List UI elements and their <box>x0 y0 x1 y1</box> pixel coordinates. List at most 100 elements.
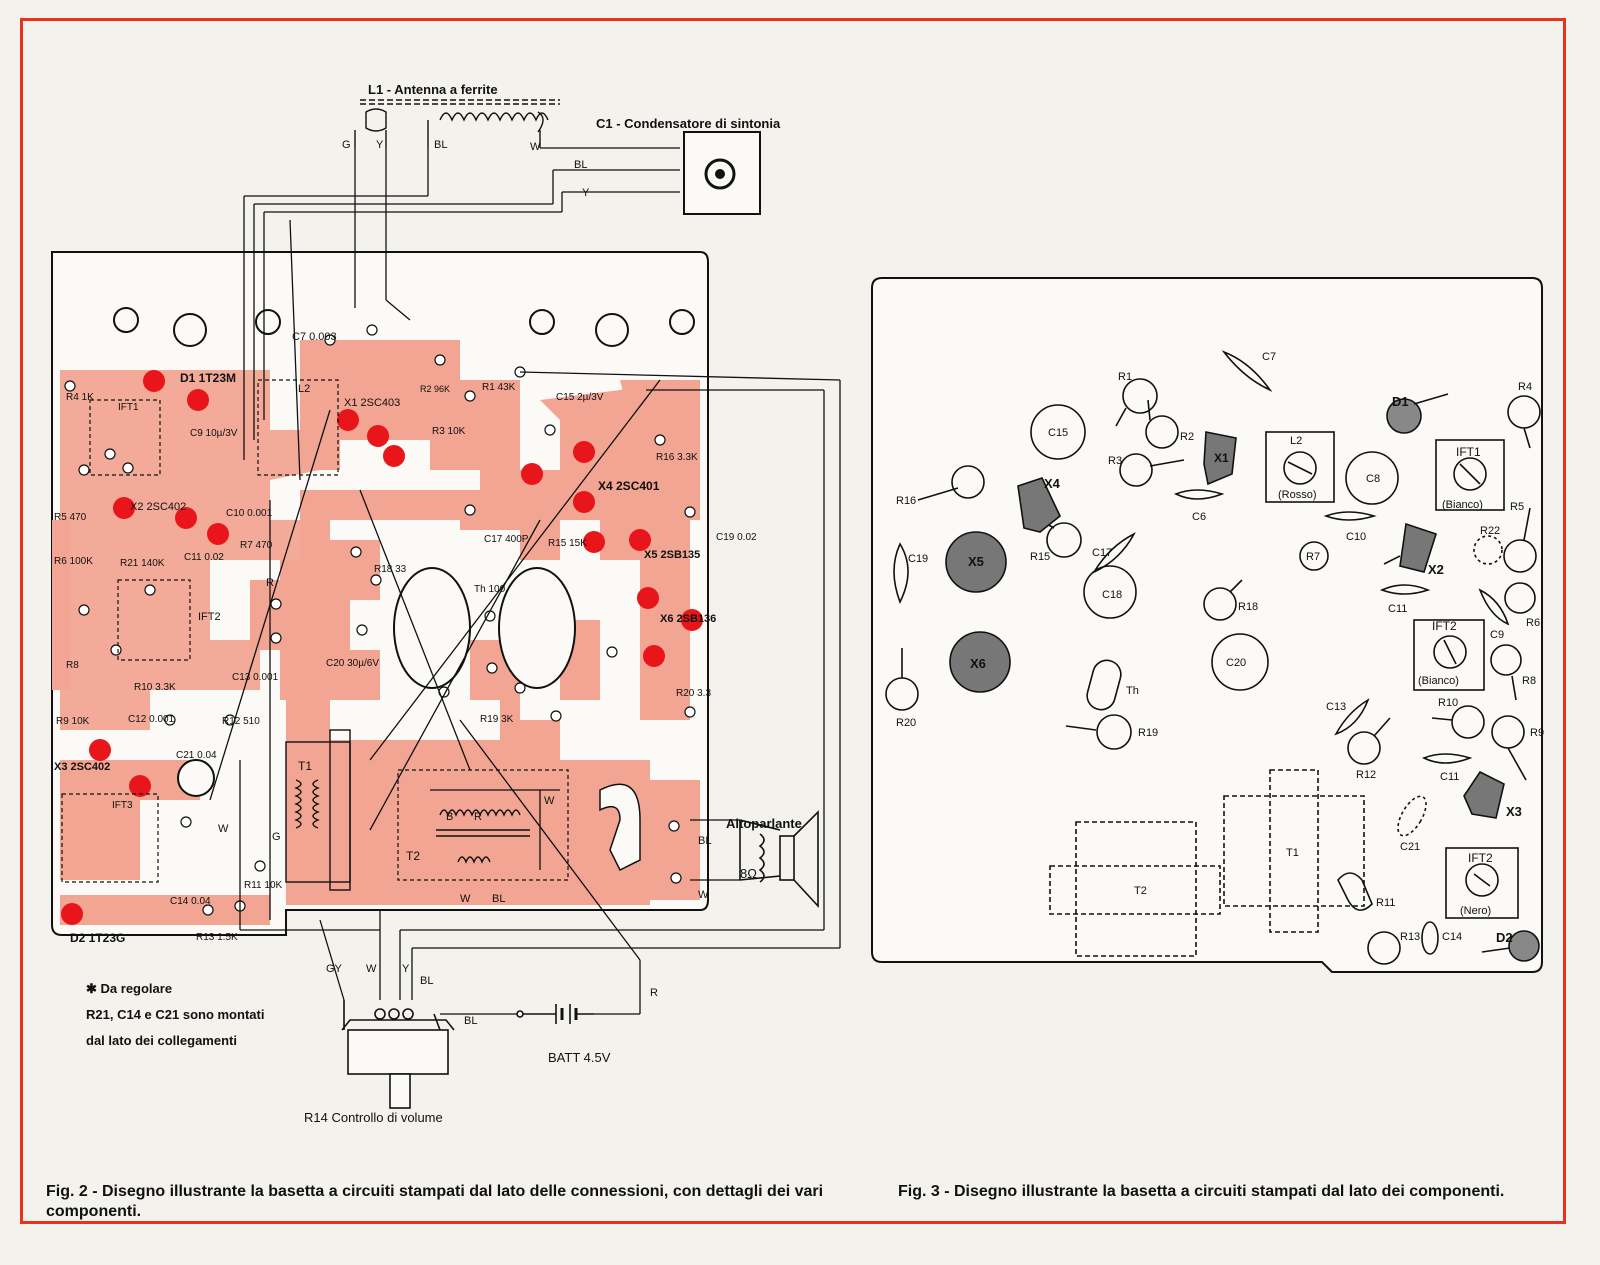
component-label: C7 0.003 <box>292 331 337 343</box>
part-label: IFT2 <box>1432 619 1457 633</box>
part-label: R22 <box>1480 525 1500 537</box>
volume-label: R14 Controllo di volume <box>304 1110 443 1125</box>
part-label: R3 <box>1108 455 1122 467</box>
part-label: C17 <box>1092 547 1112 559</box>
component-label: X6 2SB136 <box>660 613 716 625</box>
part-label: C18 <box>1102 589 1122 601</box>
component-label: C14 0.04 <box>170 896 211 907</box>
wire-label: R <box>474 811 482 823</box>
part-label: R20 <box>896 717 916 729</box>
ferrite-antenna <box>354 99 560 148</box>
part-label: R5 <box>1510 501 1524 513</box>
component-label: R1 43K <box>482 382 516 393</box>
wire-label: R <box>266 577 274 589</box>
component-label: R15 15K <box>548 538 587 549</box>
component-label: X3 2SC402 <box>54 761 110 773</box>
wire-label: GY <box>326 963 343 975</box>
component-label: R12 510 <box>222 716 260 727</box>
part-label: R2 <box>1180 431 1194 443</box>
wire-label: BL <box>420 975 433 987</box>
wire-label: BL <box>434 139 447 151</box>
wire-label: W <box>544 795 555 807</box>
part-label: C9 <box>1490 629 1504 641</box>
part-label: C8 <box>1366 473 1380 485</box>
wire-label: Y <box>582 187 590 199</box>
component-label: R21 140K <box>120 558 165 569</box>
component-label: C9 10µ/3V <box>190 428 238 439</box>
fig2-board <box>51 99 841 1109</box>
transformers <box>285 729 530 891</box>
component-label: R18 33 <box>374 564 407 575</box>
part-label: C20 <box>1226 657 1246 669</box>
antenna-label: L1 - Antenna a ferrite <box>368 82 498 97</box>
part-label: R4 <box>1518 381 1532 393</box>
part-label: C19 <box>908 553 928 565</box>
component-label: X5 2SB135 <box>644 549 700 561</box>
component-label: R2 96K <box>420 384 450 394</box>
ift-outlines <box>61 379 569 883</box>
trace-holes <box>64 324 696 916</box>
board-holes <box>113 307 695 797</box>
wire-label: W <box>530 141 541 153</box>
component-label: T1 <box>298 759 312 773</box>
part-label: T1 <box>1286 847 1299 859</box>
component-label: C19 0.02 <box>716 532 757 543</box>
component-label: R4 1K <box>66 392 94 403</box>
fig2-labels: L1 - Antenna a ferrite C1 - Condensatore… <box>54 82 802 1125</box>
part-label: R1 <box>1118 371 1132 383</box>
notes-line: dal lato dei collegamenti <box>86 1033 237 1048</box>
fig3-caption: Fig. 3 - Disegno illustrante la basetta … <box>898 1183 1505 1200</box>
part-label: Th <box>1126 685 1139 697</box>
capacitor-label: C1 - Condensatore di sintonia <box>596 116 781 131</box>
page-border <box>20 18 1566 1224</box>
wire-label: BL <box>574 159 587 171</box>
part-label: R18 <box>1238 601 1258 613</box>
part-label: R12 <box>1356 769 1376 781</box>
notes-line: R21, C14 e C21 sono montati <box>86 1007 265 1022</box>
fig3-labels: C7 R1 R2 R3 C15 X1 L2 (Rosso) C8 D1 R4 I… <box>896 351 1544 945</box>
component-label: C21 0.04 <box>176 750 217 761</box>
part-label: X4 <box>1044 476 1061 491</box>
component-label: L2 <box>298 383 310 395</box>
part-label: C11 <box>1388 603 1407 615</box>
wire-label: W <box>460 893 471 905</box>
wire-label: W <box>218 823 229 835</box>
speaker-icon <box>739 810 819 909</box>
solder-pads <box>61 370 703 925</box>
component-label: R20 3.3 <box>676 688 711 699</box>
part-label: R19 <box>1138 727 1158 739</box>
component-label: C15 2µ/3V <box>556 392 604 403</box>
notes-title: Da regolare <box>100 981 173 996</box>
speaker-label: Altoparlante <box>726 816 802 831</box>
assembly-notes: ✱ Da regolare R21, C14 e C21 sono montat… <box>86 976 264 1054</box>
battery-icon <box>516 1004 594 1024</box>
component-label: D2 1T23G <box>70 931 125 945</box>
component-label: R6 100K <box>54 556 93 567</box>
part-label: R8 <box>1522 675 1536 687</box>
part-label: T2 <box>1134 885 1147 897</box>
part-label: X2 <box>1428 562 1444 577</box>
wire-label: B <box>446 811 453 823</box>
part-label: C10 <box>1346 531 1366 543</box>
fig2-caption: Fig. 2 - Disegno illustrante la basetta … <box>46 1183 824 1220</box>
part-label: (Bianco) <box>1442 499 1483 511</box>
component-label: R3 10K <box>432 426 466 437</box>
component-label: IFT2 <box>198 611 221 623</box>
part-label: X3 <box>1506 804 1522 819</box>
component-label: X1 2SC403 <box>344 397 400 409</box>
component-label: C11 0.02 <box>184 552 224 563</box>
component-label: R13 1.5K <box>196 932 238 943</box>
part-label: C15 <box>1048 427 1068 439</box>
component-label: R5 470 <box>54 512 87 523</box>
part-label: R7 <box>1306 551 1320 563</box>
component-label: C20 30µ/6V <box>326 658 379 669</box>
wire-label: BL <box>464 1015 477 1027</box>
part-label: X6 <box>970 656 986 671</box>
part-label: R6 <box>1526 617 1540 629</box>
fig3-part-outlines <box>885 350 1541 965</box>
part-label: R13 <box>1400 931 1420 943</box>
wire-label: G <box>272 831 281 843</box>
part-label: R10 <box>1438 697 1458 709</box>
part-label: (Nero) <box>1460 905 1491 917</box>
part-label: C11 <box>1440 771 1459 783</box>
